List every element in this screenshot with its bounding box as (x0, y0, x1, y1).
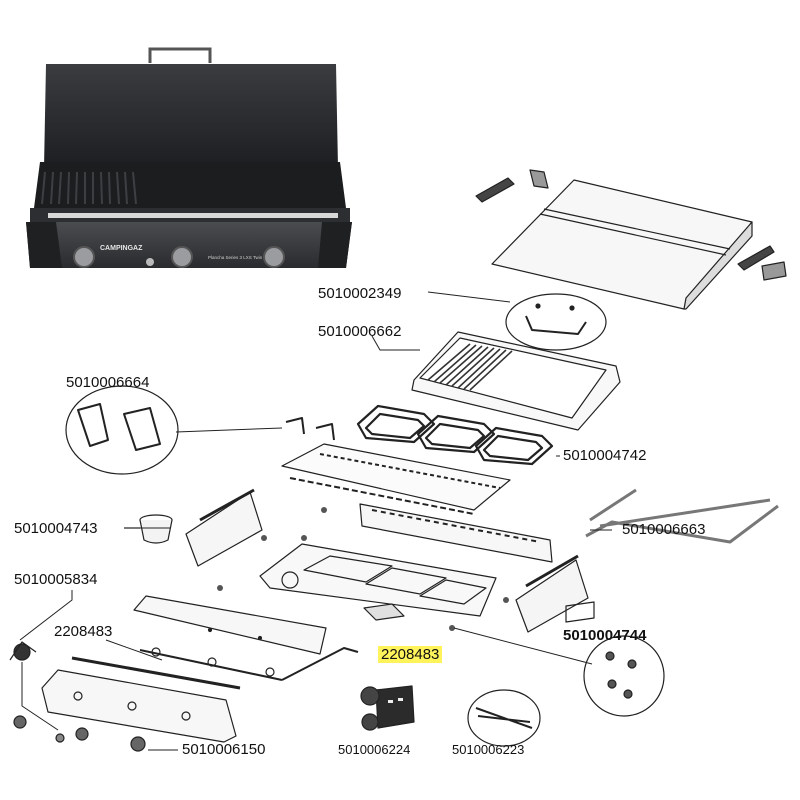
valve-bar-part (71, 647, 359, 690)
cable-set-detail (467, 689, 541, 747)
feet-detail (583, 635, 665, 717)
control-panel-part (41, 669, 237, 743)
hinge-detail (505, 293, 607, 351)
label-lid-hinge: 5010002349 (318, 285, 402, 302)
label-grease-cup: 5010004743 (14, 520, 98, 537)
plate-support-detail (65, 385, 335, 475)
valve-rail-part (133, 595, 327, 655)
label-side-panel: 5010004744 (563, 627, 647, 644)
label-valve-bar-highlighted: 2208483 (378, 646, 443, 664)
lid-part (475, 169, 787, 310)
left-bracket-part (185, 488, 263, 567)
back-panel-part (359, 503, 553, 563)
leader-lines (19, 291, 612, 751)
seal-strip-part (585, 488, 779, 544)
label-cooking-plate: 5010006662 (318, 323, 402, 340)
grill-photo: CAMPINGAZ Plancha Series 3 LXS Twin (26, 47, 352, 268)
knobs-part (13, 715, 146, 752)
label-control-valve: 5010005834 (14, 571, 98, 588)
brand-logo: CAMPINGAZ (100, 245, 143, 252)
side-panel-part (515, 554, 595, 633)
label-seal-strip: 5010006663 (622, 521, 706, 538)
label-valve-bar: 2208483 (54, 623, 113, 640)
screws (217, 507, 509, 631)
heat-shield-part (281, 443, 511, 515)
burner-tray-part (259, 543, 497, 621)
label-plate-supports: 5010006664 (66, 374, 150, 391)
grease-cup-part (124, 514, 173, 544)
label-igniter: 5010006224 (338, 742, 411, 757)
label-burners: 5010004742 (563, 447, 647, 464)
igniter-part (360, 685, 415, 731)
highlight-marker: 2208483 (378, 646, 443, 663)
label-knobs: 5010006150 (182, 741, 266, 758)
label-cable-set: 5010006223 (452, 742, 525, 757)
burners-part (356, 404, 554, 466)
control-valve-part (9, 641, 37, 661)
model-name: Plancha Series 3 LXS Twin (208, 255, 263, 260)
cooking-plate-part (411, 331, 621, 431)
